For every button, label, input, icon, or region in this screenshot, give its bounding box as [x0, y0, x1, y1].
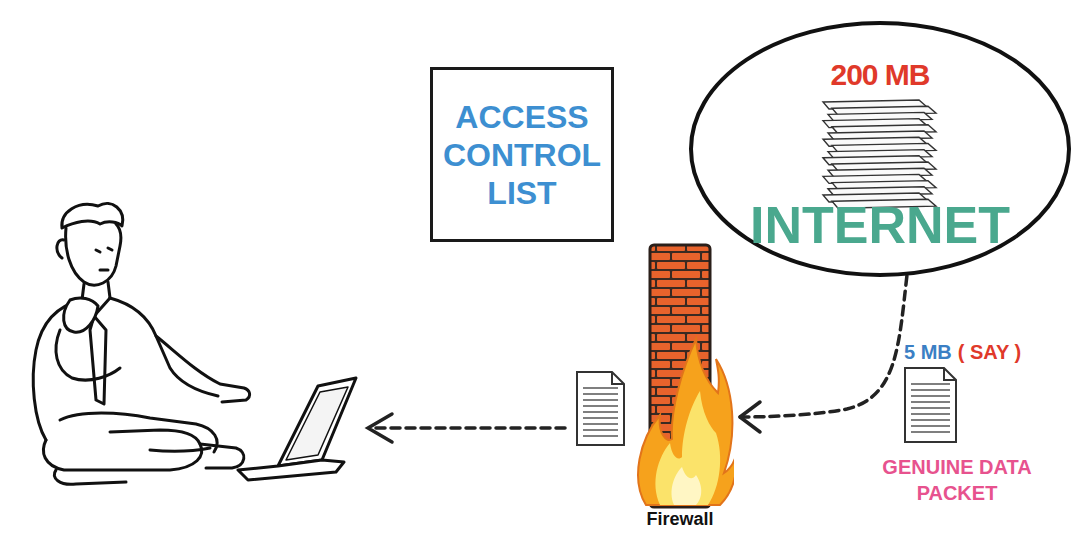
- access-control-list-box: ACCESS CONTROL LIST: [430, 67, 614, 242]
- internet-cloud: 200 MB INTERNET: [688, 20, 1072, 278]
- paper-stack: [823, 100, 936, 208]
- note-label: ( SAY ): [958, 341, 1021, 364]
- data-packet-icon: [905, 368, 956, 442]
- firewall-label: Firewall: [626, 509, 734, 530]
- person-figure: [33, 203, 249, 484]
- firewall-illustration: [626, 243, 734, 533]
- cloud-title: INTERNET: [688, 195, 1072, 255]
- dashed-connector: [740, 276, 907, 432]
- data-flow-arrow: [368, 414, 565, 442]
- size-label: 5 MB: [904, 341, 952, 364]
- data-packet-icon: [577, 372, 624, 445]
- box-title: ACCESS CONTROL LIST: [441, 98, 603, 212]
- packet-caption: GENUINE DATA PACKET: [852, 454, 1062, 506]
- firewall-wall: Firewall: [626, 243, 734, 533]
- size-label: 200 MB: [688, 58, 1072, 92]
- laptop-icon: [238, 378, 356, 480]
